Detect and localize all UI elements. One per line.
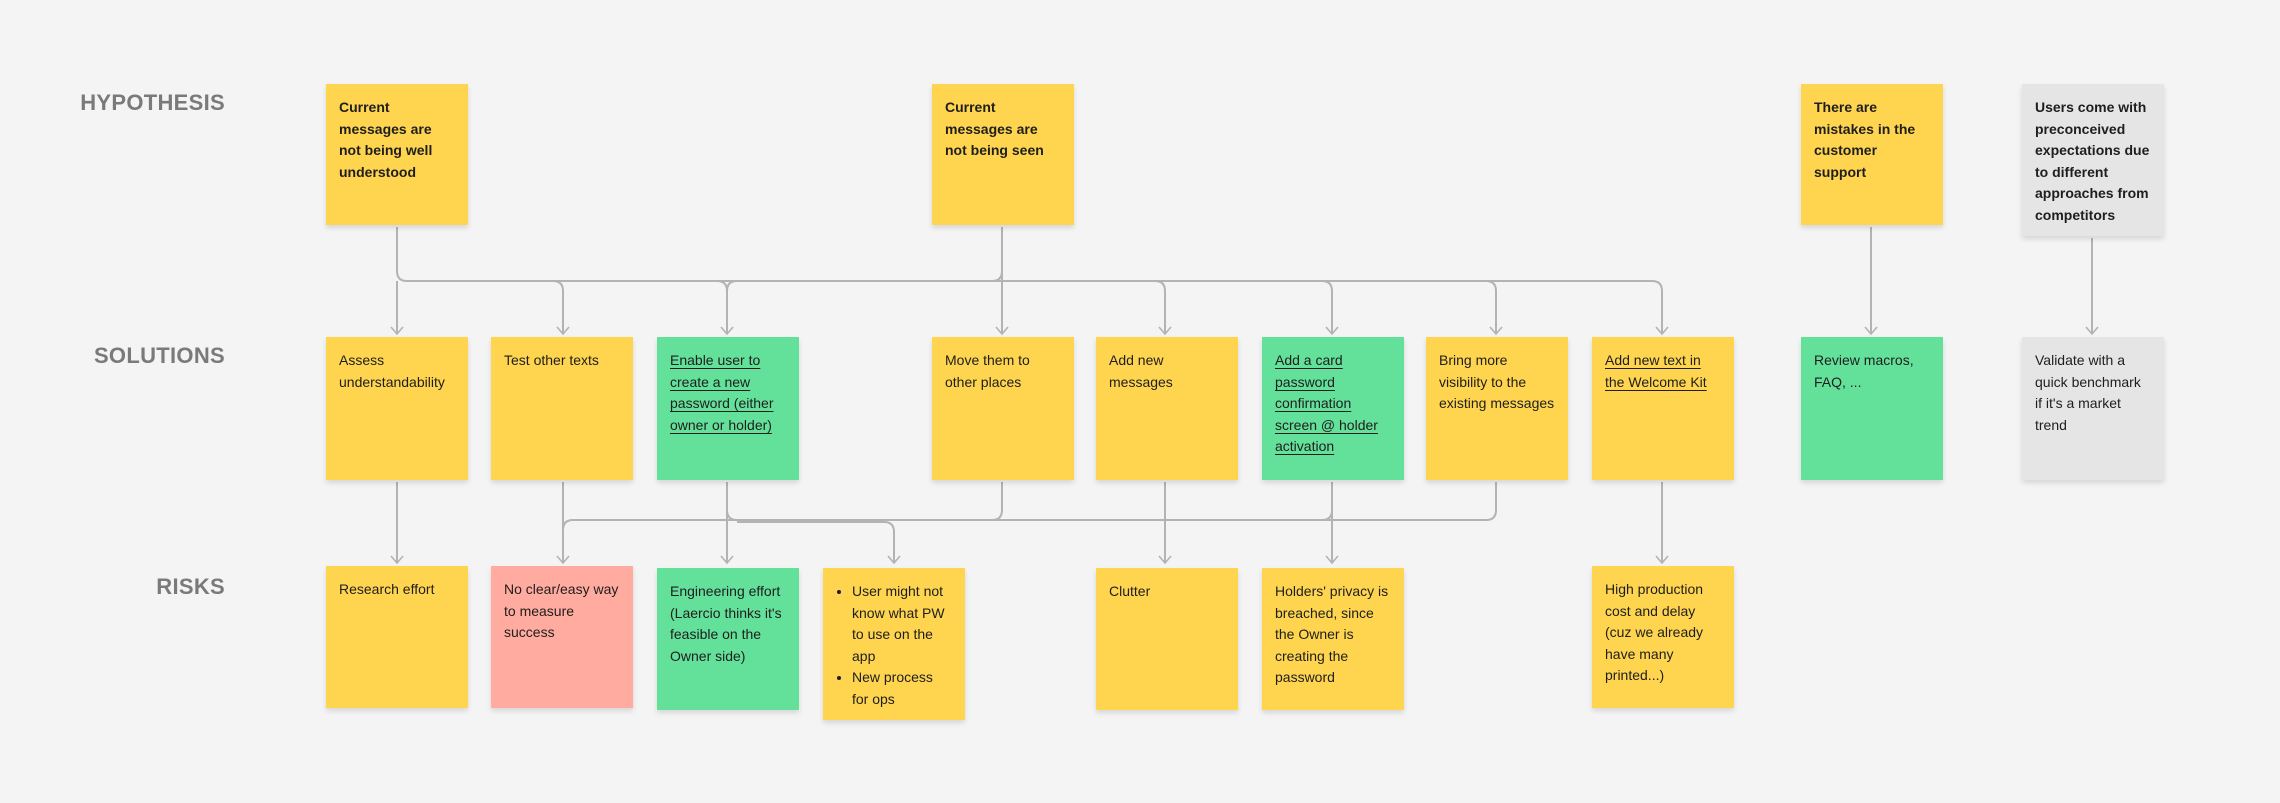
row-label-solutions: SOLUTIONS [93,343,225,368]
row-label-risks: RISKS [156,574,225,599]
risk-sticky[interactable]: Research effort [326,566,468,708]
risk-sticky[interactable]: Engineering effort (Laercio thinks it's … [657,568,799,710]
risk-sticky[interactable]: User might not know what PW to use on th… [823,568,965,720]
solution-sticky[interactable]: Enable user to create a new password (ei… [657,337,799,480]
risk-sticky[interactable]: No clear/easy way to measure success [491,566,633,708]
hypothesis-sticky[interactable]: Current messages are not being well unde… [326,84,468,225]
solution-sticky[interactable]: Test other texts [491,337,633,480]
risk-sticky[interactable]: Holders' privacy is breached, since the … [1262,568,1404,710]
solution-sticky[interactable]: Move them to other places [932,337,1074,480]
risk-sticky[interactable]: High production cost and delay (cuz we a… [1592,566,1734,708]
hypothesis-sticky[interactable]: Users come with preconceived expectation… [2022,84,2164,236]
hypothesis-sticky[interactable]: There are mistakes in the customer suppo… [1801,84,1943,225]
solution-link-text[interactable]: Enable user to create a new password (ei… [670,352,774,433]
solution-sticky[interactable]: Review macros, FAQ, ... [1801,337,1943,480]
risk-sticky[interactable]: Clutter [1096,568,1238,710]
solution-sticky[interactable]: Add a card password confirmation screen … [1262,337,1404,480]
solution-sticky[interactable]: Add new text in the Welcome Kit [1592,337,1734,480]
row-label-hypothesis: HYPOTHESIS [80,90,225,115]
hypothesis-connectors [396,227,2093,333]
solution-sticky[interactable]: Assess understandability [326,337,468,480]
risk-bullet-item: User might not know what PW to use on th… [852,581,952,667]
solution-link-text[interactable]: Add new text in the Welcome Kit [1605,352,1707,390]
solution-sticky[interactable]: Validate with a quick benchmark if it's … [2022,337,2164,480]
solution-link-text[interactable]: Add a card password confirmation screen … [1275,352,1378,454]
hypothesis-sticky[interactable]: Current messages are not being seen [932,84,1074,225]
solution-sticky[interactable]: Bring more visibility to the existing me… [1426,337,1568,480]
risk-bullet-list: User might not know what PW to use on th… [836,581,952,710]
risk-bullet-item: New process for ops [852,667,952,710]
solution-connectors [396,482,1663,562]
solution-sticky[interactable]: Add new messages [1096,337,1238,480]
arrowheads [390,326,2099,565]
